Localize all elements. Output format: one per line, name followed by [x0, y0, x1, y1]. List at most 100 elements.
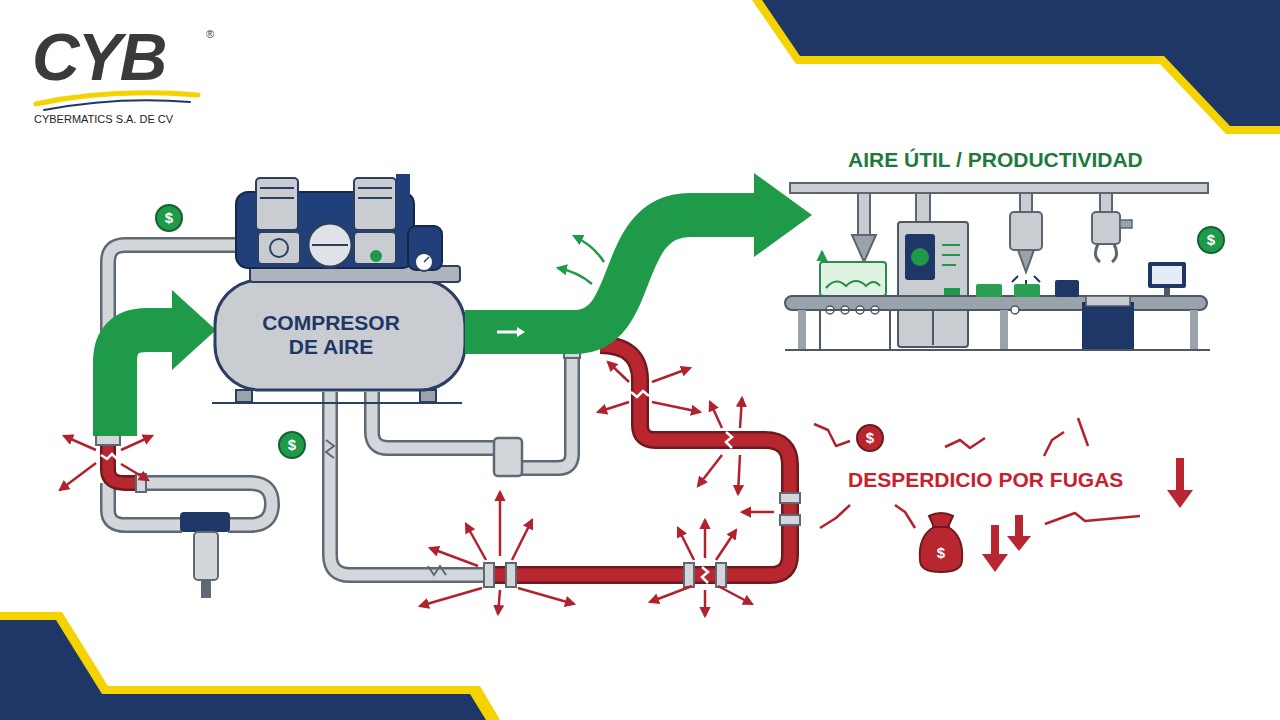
- pipe-coupling: [506, 563, 516, 587]
- production-line: [1120, 220, 1132, 228]
- grey-pipe: [518, 352, 572, 468]
- production-line: [1148, 262, 1186, 288]
- waste-zigzag: [895, 505, 915, 528]
- production-line: [1086, 296, 1130, 306]
- pipe-crack: [101, 391, 732, 583]
- air-compressor: [370, 250, 382, 262]
- air-compressor: [260, 197, 294, 199]
- production-line: [1092, 212, 1120, 244]
- airflow-arrow: [558, 236, 822, 290]
- air-compressor: [358, 197, 392, 199]
- leak-arrow: [512, 520, 532, 560]
- leak-arrow: [652, 368, 690, 382]
- leak-arrow: [710, 402, 722, 428]
- node-heading: COMPRESOR DE AIRE: [256, 311, 406, 358]
- production-line: [911, 248, 929, 266]
- leak-arrow: [121, 464, 148, 480]
- production-line: [820, 262, 886, 296]
- flow-mark: [517, 327, 525, 337]
- leak-arrow: [420, 588, 482, 606]
- production-line: [820, 310, 890, 350]
- logo-text: CYB: [32, 18, 165, 97]
- air-compressor: [258, 232, 300, 264]
- production-area: AIRE ÚTIL / PRODUCTIVIDAD: [812, 140, 1212, 355]
- leak-arrow: [740, 398, 742, 428]
- leak-arrow: [466, 524, 486, 560]
- airflow-arrow: [574, 236, 604, 262]
- production-line: [1018, 250, 1034, 272]
- production-line: [798, 310, 806, 350]
- leak-arrow: [64, 436, 96, 450]
- airflow-band: [465, 215, 756, 332]
- coin-symbol: $: [279, 432, 305, 458]
- leak-arrow: [518, 588, 574, 604]
- down-arrow: [1167, 458, 1193, 508]
- registered-mark: ®: [206, 28, 214, 40]
- air-filter: [194, 532, 218, 580]
- air-compressor: [424, 257, 429, 262]
- airflow-arrow: [558, 268, 592, 284]
- valve-mark: [326, 440, 334, 458]
- air-compressor: [256, 178, 298, 230]
- corner-band: [0, 620, 486, 720]
- money-coin: [156, 205, 1224, 458]
- pipe-coupling: [716, 563, 726, 587]
- logo-swoosh: [36, 93, 198, 104]
- leak-arrow: [738, 455, 740, 494]
- money-coin: [1198, 227, 1224, 253]
- grey-pipe: [330, 392, 488, 575]
- air-filter: [180, 512, 230, 598]
- air-compressor: [312, 244, 348, 246]
- money-bag: [920, 513, 962, 572]
- waste-zigzag: [814, 418, 1140, 528]
- air-compressor: [212, 402, 462, 404]
- leak-arrow: [608, 362, 629, 382]
- leak-arrow: [121, 436, 152, 450]
- air-compressor: [260, 187, 294, 189]
- coin-symbol: $: [857, 425, 883, 451]
- production-line: [916, 193, 930, 223]
- air-compressor: [354, 178, 396, 230]
- money-bag: [932, 526, 950, 528]
- pipe-crack: [631, 391, 649, 397]
- air-compressor: [215, 280, 465, 390]
- waste-zigzag: [945, 438, 985, 448]
- production-line: [785, 183, 1210, 350]
- leaking-pipe: [494, 345, 790, 575]
- company-name: CYBERMATICS S.A. DE CV: [34, 113, 173, 125]
- pipe-crack: [101, 454, 117, 459]
- air-compressor: [354, 232, 396, 264]
- leak-arrow: [704, 520, 707, 558]
- coin-symbol: $: [156, 205, 182, 231]
- waste-heading: DESPERDICIO POR FUGAS: [848, 468, 1123, 492]
- air-compressor: [270, 239, 288, 257]
- leak-arrow: [60, 463, 96, 490]
- money-coin: [857, 425, 883, 451]
- grey-pipe: [518, 352, 572, 468]
- pipe-coupling: [96, 434, 800, 587]
- production-line: [858, 193, 870, 235]
- production-line: [942, 264, 956, 266]
- air-compressor: [308, 223, 352, 267]
- air-filter: [180, 512, 230, 532]
- pipe-elbow: [564, 344, 580, 358]
- leak-arrow: [650, 586, 692, 602]
- production-line: [976, 284, 1002, 297]
- air-compressor: [415, 253, 433, 271]
- production-line: [905, 234, 935, 280]
- pipe-crack: [702, 567, 708, 583]
- pipe-coupling: [780, 515, 800, 525]
- leak-arrow: [498, 590, 500, 614]
- pipe-elbow: [494, 344, 580, 476]
- logo-swoosh: [36, 93, 198, 110]
- waste-zigzag: [814, 424, 850, 446]
- coin-symbol: $: [928, 540, 954, 566]
- arrow-head: [754, 173, 812, 257]
- air-compressor: [420, 390, 436, 402]
- corner-band: [0, 612, 500, 720]
- production-line: [1011, 306, 1019, 314]
- valve-mark: [428, 566, 446, 575]
